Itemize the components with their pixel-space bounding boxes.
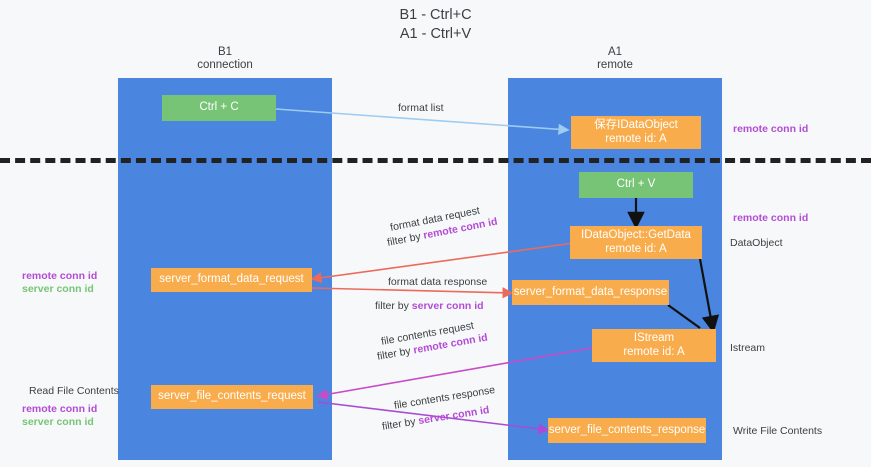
node-server-file-contents-response[interactable]: server_file_contents_response <box>548 418 706 443</box>
lane-header-a1: A1 remote <box>597 46 633 71</box>
annotation-left-server-conn-id-bottom: server conn id <box>22 416 94 428</box>
node-istream[interactable]: IStream remote id: A <box>592 329 716 362</box>
annotation-dataobject: DataObject <box>730 237 783 249</box>
filter-value-server-conn-id: server conn id <box>411 300 484 312</box>
annotation-read-file-contents: Read File Contents <box>29 385 119 397</box>
node-idataobject-getdata[interactable]: IDataObject::GetData remote id: A <box>570 226 702 259</box>
annotation-left-server-conn-id-mid: server conn id <box>22 283 94 295</box>
filter-prefix: filter by <box>381 415 420 433</box>
annotation-left-remote-conn-id-bottom: remote conn id <box>22 403 98 415</box>
node-server-format-data-response[interactable]: server_format_data_response <box>512 280 669 305</box>
annotation-remote-conn-id-mid: remote conn id <box>733 212 809 224</box>
node-ctrl-c[interactable]: Ctrl + C <box>162 95 276 121</box>
node-server-format-data-request[interactable]: server_format_data_request <box>151 268 312 292</box>
filter-prefix: filter by <box>375 300 412 312</box>
node-server-file-contents-request[interactable]: server_file_contents_request <box>151 385 313 409</box>
annotation-remote-conn-id-top: remote conn id <box>733 123 809 135</box>
node-save-idataobject[interactable]: 保存IDataObject remote id: A <box>571 116 701 149</box>
annotation-write-file-contents: Write File Contents <box>733 425 823 437</box>
edge-label-format-data-response-filter: filter by server conn id <box>375 299 484 313</box>
annotation-left-remote-conn-id-mid: remote conn id <box>22 270 98 282</box>
edge-label-format-list: format list <box>398 102 444 114</box>
page-title: B1 - Ctrl+C A1 - Ctrl+V <box>399 7 472 42</box>
node-ctrl-v[interactable]: Ctrl + V <box>579 172 693 198</box>
ctrl-c-ctrl-v-divider <box>0 158 871 163</box>
edge-label-format-data-response: format data response <box>388 276 488 288</box>
annotation-istream: Istream <box>730 342 766 354</box>
lane-header-b1: B1 connection <box>197 46 253 71</box>
